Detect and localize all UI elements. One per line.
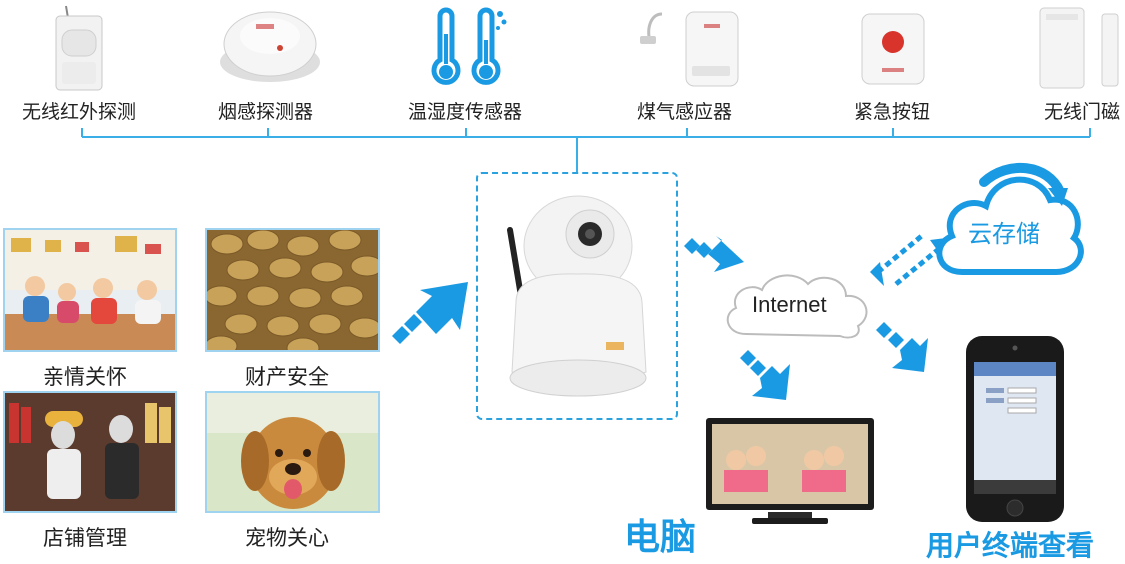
pc-label: 电脑 — [624, 517, 697, 558]
use-label-property: 财产安全 — [245, 365, 329, 389]
use-label-pet: 宠物关心 — [245, 526, 329, 550]
sensor-label-door: 无线门磁 — [1044, 101, 1121, 123]
emergency-button-icon — [861, 13, 925, 85]
pir-motion-sensor-icon — [55, 5, 103, 91]
arrow-to-camera — [392, 282, 468, 344]
door-magnet-sensor-icon — [1039, 7, 1119, 89]
thermometer-icon — [431, 7, 507, 85]
internet-cloud-icon — [726, 274, 868, 339]
family-children-photo — [3, 228, 177, 352]
cloud-storage-label: 云存储 — [968, 220, 1040, 248]
shop-mannequins-photo — [3, 391, 177, 513]
smoke-detector-icon — [220, 11, 320, 82]
arrow-internet-to-mobile — [876, 322, 928, 372]
golden-retriever-photo — [205, 391, 380, 513]
gas-sensor-icon — [640, 11, 739, 87]
internet-label: Internet — [752, 292, 827, 317]
coins-photo — [205, 228, 380, 352]
mobile-phone-icon — [966, 336, 1064, 522]
pc-monitor-icon — [706, 418, 874, 524]
sensor-label-gas: 煤气感应器 — [637, 101, 733, 123]
cloud-storage-icon — [936, 162, 1084, 275]
use-label-family: 亲情关怀 — [43, 365, 127, 389]
mobile-label: 用户终端查看 — [926, 529, 1095, 562]
use-label-shop: 店铺管理 — [43, 526, 127, 550]
sensor-label-emergency: 紧急按钮 — [854, 101, 931, 123]
sensor-label-pir: 无线红外探测 — [22, 101, 137, 123]
sensor-label-smoke: 烟感探测器 — [218, 101, 314, 123]
ip-camera-icon — [507, 195, 647, 397]
sensor-label-temperature: 温湿度传感器 — [408, 101, 523, 123]
arrow-internet-to-pc — [740, 350, 790, 400]
arrow-camera-to-internet — [684, 236, 744, 272]
